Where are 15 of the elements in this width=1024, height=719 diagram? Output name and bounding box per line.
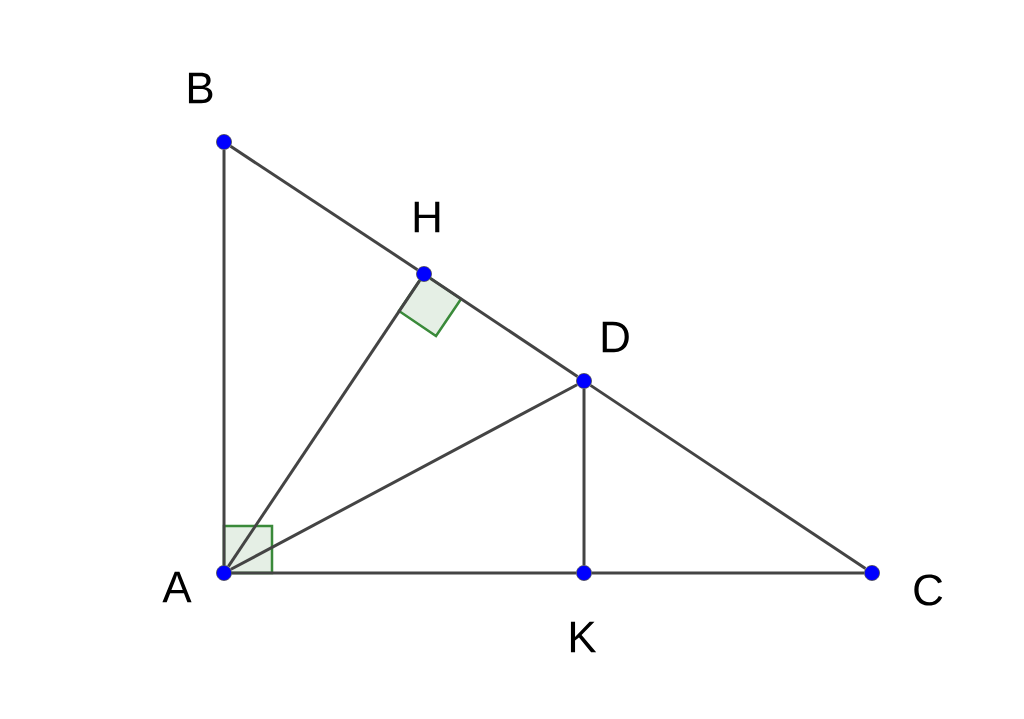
line-segment bbox=[229, 145, 419, 271]
line-segment bbox=[429, 277, 579, 378]
line-segment bbox=[582, 388, 586, 566]
point-label: D bbox=[602, 321, 629, 353]
point-label: C bbox=[914, 574, 943, 606]
point-label: B bbox=[188, 72, 213, 104]
point-label: H bbox=[414, 201, 440, 233]
line-segment bbox=[231, 571, 577, 575]
line-segment bbox=[591, 571, 865, 575]
point-label: K bbox=[570, 621, 597, 653]
line-segment bbox=[227, 279, 421, 568]
line-segment bbox=[230, 383, 578, 571]
point-label: A bbox=[162, 571, 192, 603]
line-segment bbox=[222, 149, 226, 566]
line-segment bbox=[589, 384, 867, 570]
